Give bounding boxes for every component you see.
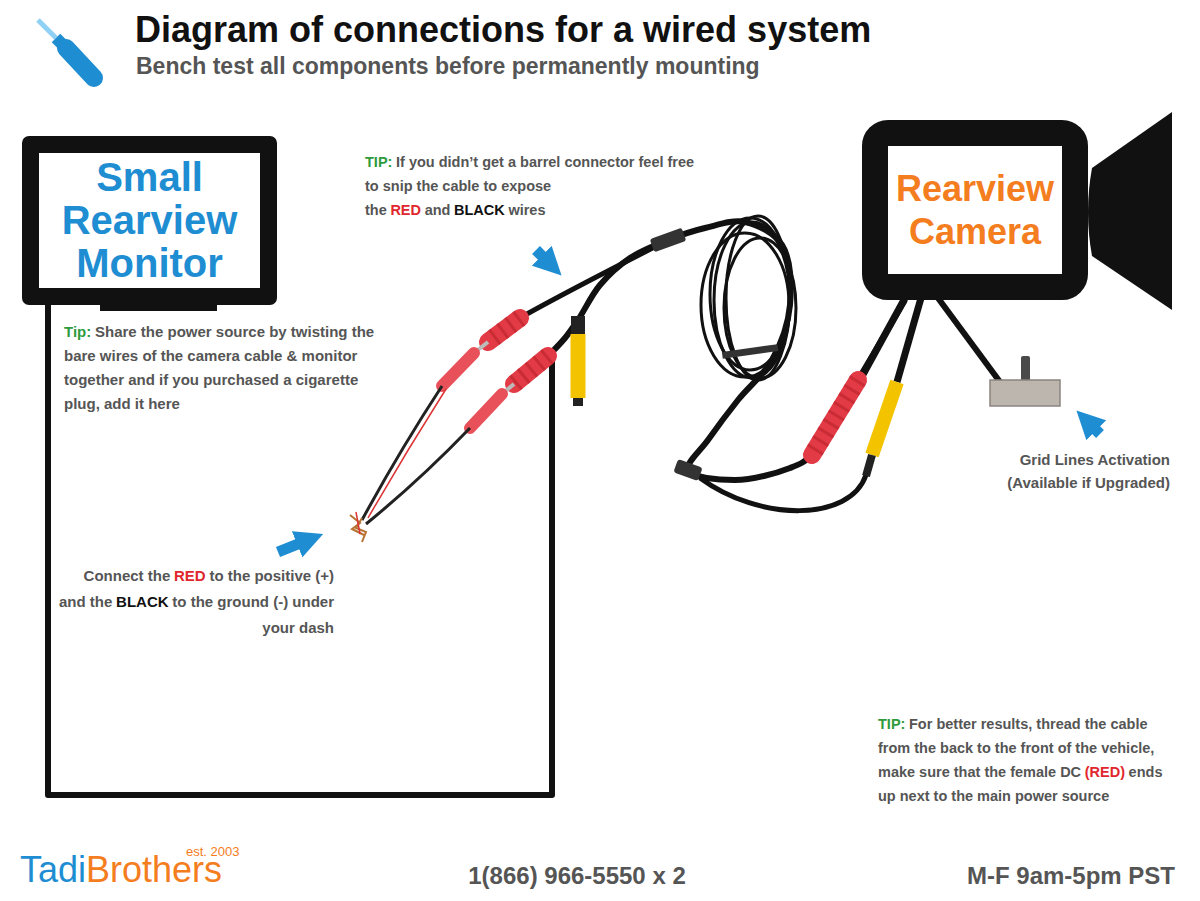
rca-collar: [571, 316, 585, 334]
text-block: Tip:Share the power source by twisting t…: [64, 320, 386, 416]
text-block: est. 2003: [186, 844, 276, 860]
camera-body: Rearview Camera: [862, 120, 1088, 300]
wire-color: (RED): [1085, 764, 1125, 780]
grid-switch: [990, 380, 1060, 406]
founding-year: est. 2003: [186, 844, 240, 859]
part-label: Grid Lines Activation: [970, 448, 1170, 471]
tip-text: and: [425, 202, 451, 218]
pointer-arrow: [536, 250, 550, 264]
cable-wire: [48, 221, 905, 795]
business-hours: M-F 9am-5pm PST: [967, 862, 1175, 889]
tip-text: Share the power source by twisting the b…: [64, 323, 374, 412]
red-dc-plug: [514, 356, 548, 384]
power-wire: [366, 428, 470, 524]
yellow-rca-plug: [571, 334, 586, 398]
cable-splitter: [673, 459, 702, 481]
power-wire: [362, 386, 442, 520]
icon-pin: [38, 20, 56, 38]
plug-ribs: [812, 380, 858, 455]
cable-splitter: [650, 228, 687, 253]
part-note: (Available if Upgraded): [970, 471, 1170, 494]
rca-tip: [866, 455, 872, 476]
tip-prefix: TIP:: [365, 154, 392, 170]
text-block: TIP:For better results, thread the cable…: [878, 712, 1178, 808]
icon-plug: [66, 48, 94, 78]
text-block: Grid Lines Activation(Available if Upgra…: [970, 448, 1170, 494]
instruction-text: Connect the: [84, 567, 171, 584]
tip-text: wires: [508, 202, 545, 218]
red-dc-plug: [488, 318, 520, 342]
power-wire: [368, 389, 446, 518]
wire-color: RED: [390, 202, 421, 218]
rca-tip: [573, 398, 583, 406]
pointer-arrow: [1088, 422, 1100, 434]
wire-color: BLACK: [454, 202, 505, 218]
wire-color: BLACK: [116, 593, 169, 610]
yellow-rca-plug: [872, 382, 897, 455]
text-block: TIP:If you didn’t get a barrel connector…: [365, 150, 695, 222]
cable-tie: [722, 344, 778, 359]
text-block: TadiBrothers: [20, 850, 280, 890]
tip-prefix: Tip:: [64, 323, 91, 340]
red-dc-plug: [812, 380, 858, 455]
camera-label: Rearview Camera: [892, 167, 1058, 253]
red-male-plug: [470, 394, 502, 428]
camera-lens: [1088, 112, 1172, 310]
pointer-arrow: [278, 540, 308, 552]
instruction-text: to the ground (-) under your dash: [172, 593, 334, 636]
power-cable: [520, 240, 668, 318]
switch-cable: [938, 298, 1000, 382]
text-block: M-F 9am-5pm PST: [830, 861, 1175, 891]
red-male-plug: [442, 353, 474, 386]
monitor-screen: Small Rearview Monitor: [22, 136, 277, 305]
phone-number: 1(866) 966-5550 x 2: [468, 862, 686, 889]
video-cable: [700, 475, 866, 511]
text-block: Connect theREDto the positive (+) and th…: [58, 563, 334, 641]
wire-color: RED: [174, 567, 206, 584]
subtitle: Bench test all components before permane…: [136, 52, 760, 80]
plug-ribs: [514, 356, 548, 384]
plug-ribs: [488, 318, 520, 342]
camera-cable: [897, 298, 921, 382]
logo-text: Tadi: [20, 849, 86, 890]
bare-wire: [356, 512, 360, 534]
title: Diagram of connections for a wired syste…: [135, 8, 871, 51]
tip-prefix: TIP:: [878, 716, 905, 732]
text-block: 1(866) 966-5550 x 2: [400, 861, 754, 891]
monitor-label: Small Rearview Monitor: [43, 156, 256, 285]
